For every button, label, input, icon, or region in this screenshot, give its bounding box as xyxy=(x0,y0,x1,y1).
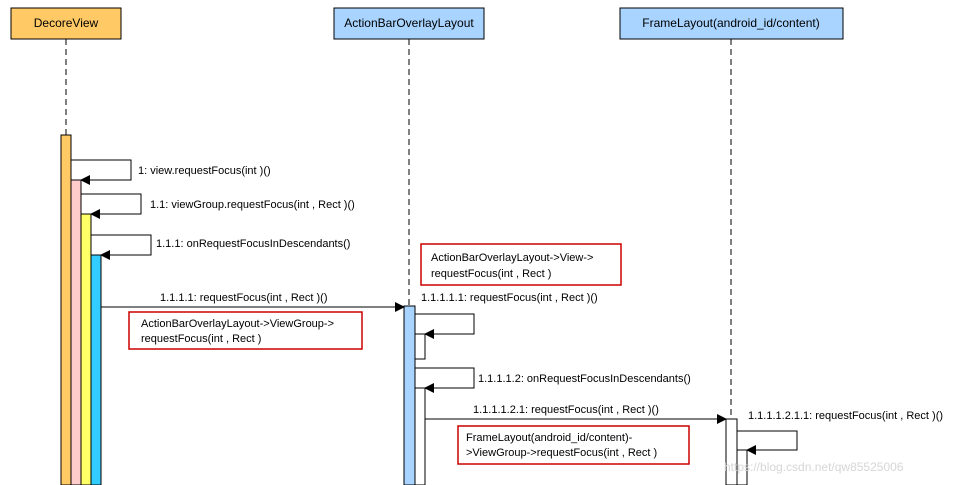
note-actionbar-viewgroup: ActionBarOverlayLayout->ViewGroup-> requ… xyxy=(128,311,363,350)
activation-actionbar-2 xyxy=(414,333,426,360)
activation-framelayout-1 xyxy=(725,418,738,485)
message-1-1-1-1-2-1-1-label: 1.1.1.1.2.1.1: requestFocus(int , Rect )… xyxy=(748,410,943,422)
activation-decoreview-2 xyxy=(70,179,82,485)
message-1-1-1-1-2-1-label: 1.1.1.1.2.1: requestFocus(int , Rect )() xyxy=(473,404,659,416)
participant-actionbaroverlaylayout-label: ActionBarOverlayLayout xyxy=(344,16,474,30)
note-actionbar-view-line1: ActionBarOverlayLayout->View-> xyxy=(431,252,593,264)
activation-actionbar-1 xyxy=(403,305,416,485)
note-framelayout-viewgroup-line2: >ViewGroup->requestFocus(int , Rect ) xyxy=(466,447,657,459)
message-1-1-1-label: 1.1.1: onRequestFocusInDescendants() xyxy=(156,238,350,250)
message-1-1-1: 1.1.1: onRequestFocusInDescendants() xyxy=(91,234,350,260)
message-1-label: 1: view.requestFocus(int )() xyxy=(138,165,271,177)
activation-decoreview-1 xyxy=(60,134,72,485)
message-1-1-1-1-1: 1.1.1.1.1: requestFocus(int , Rect )() xyxy=(415,292,598,339)
participant-framelayout-label: FrameLayout(android_id/content) xyxy=(642,16,819,30)
note-framelayout-viewgroup-line1: FrameLayout(android_id/content)- xyxy=(466,432,633,444)
note-actionbar-view-line2: requestFocus(int , Rect ) xyxy=(431,268,551,280)
activation-framelayout-2 xyxy=(736,449,748,485)
note-actionbar-view: ActionBarOverlayLayout->View-> requestFo… xyxy=(420,243,622,286)
message-1: 1: view.requestFocus(int )() xyxy=(71,159,271,185)
note-actionbar-viewgroup-line2: requestFocus(int , Rect ) xyxy=(141,333,261,345)
note-actionbar-viewgroup-line1: ActionBarOverlayLayout->ViewGroup-> xyxy=(141,318,334,330)
participant-decoreview: DecoreView xyxy=(10,7,122,40)
message-1-1: 1.1: viewGroup.requestFocus(int , Rect )… xyxy=(81,193,355,219)
participant-actionbaroverlaylayout: ActionBarOverlayLayout xyxy=(333,7,485,40)
message-1-1-1-1-1-label: 1.1.1.1.1: requestFocus(int , Rect )() xyxy=(421,292,598,304)
message-1-1-1-1-2-1: 1.1.1.1.2.1: requestFocus(int , Rect )() xyxy=(425,404,727,424)
watermark-text: https://blog.csdn.net/qw85525006 xyxy=(724,460,904,474)
message-1-1-label: 1.1: viewGroup.requestFocus(int , Rect )… xyxy=(150,199,355,211)
participant-framelayout: FrameLayout(android_id/content) xyxy=(619,7,844,40)
participant-decoreview-label: DecoreView xyxy=(34,16,99,30)
message-1-1-1-1-2-label: 1.1.1.1.2: onRequestFocusInDescendants() xyxy=(478,373,691,385)
message-1-1-1-1-label: 1.1.1.1: requestFocus(int , Rect )() xyxy=(160,292,328,304)
activation-decoreview-3 xyxy=(80,213,92,485)
message-1-1-1-1-2: 1.1.1.1.2: onRequestFocusInDescendants() xyxy=(415,367,691,393)
activation-decoreview-4 xyxy=(90,254,102,485)
activation-actionbar-3 xyxy=(414,387,426,485)
note-framelayout-viewgroup: FrameLayout(android_id/content)- >ViewGr… xyxy=(457,425,690,465)
message-1-1-1-1: 1.1.1.1: requestFocus(int , Rect )() xyxy=(101,292,405,312)
message-1-1-1-1-2-1-1: 1.1.1.1.2.1.1: requestFocus(int , Rect )… xyxy=(737,410,943,455)
